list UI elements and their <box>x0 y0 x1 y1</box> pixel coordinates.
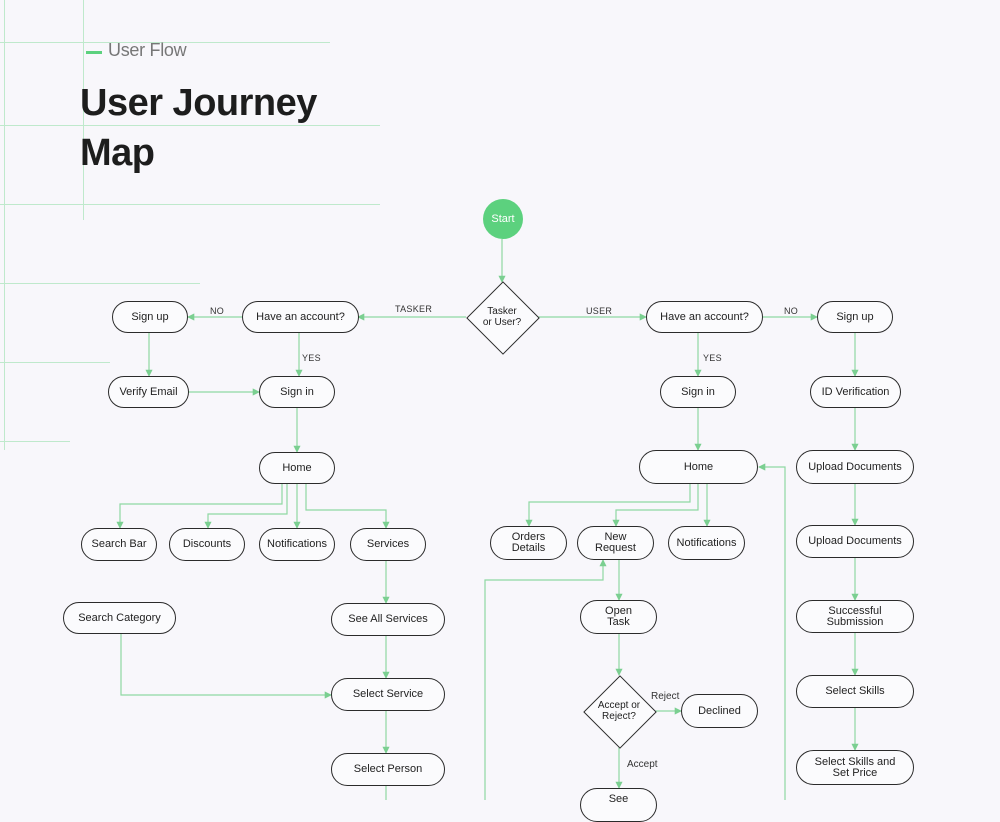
connector <box>525 484 691 527</box>
select-service-node[interactable]: Select Service <box>331 678 445 711</box>
edge-label-no-left: NO <box>210 306 225 316</box>
edge-label-accept: Accept <box>627 759 658 770</box>
connector <box>484 559 607 800</box>
guide-line <box>0 125 380 126</box>
connector <box>204 484 288 529</box>
accept-decision-label: Accept or Reject? <box>597 700 641 722</box>
guide-line <box>4 0 5 450</box>
tasker-sign-up-node[interactable]: Sign up <box>112 301 188 333</box>
guide-line <box>0 204 380 205</box>
search-category-node[interactable]: Search Category <box>63 602 176 634</box>
guide-line <box>0 362 110 363</box>
connector-layer <box>116 239 859 800</box>
edge-label-yes-left: YES <box>302 353 321 363</box>
id-verification-node[interactable]: ID Verification <box>810 376 901 408</box>
tasker-have-account-node[interactable]: Have an account? <box>242 301 359 333</box>
connector <box>116 484 283 529</box>
tasker-notifications-node[interactable]: Notifications <box>259 528 335 561</box>
successful-submission-node[interactable]: Successful Submission <box>796 600 914 633</box>
kicker-text: User Flow <box>108 40 187 60</box>
connector <box>758 463 786 800</box>
start-node[interactable]: Start <box>483 199 523 239</box>
connector <box>120 634 332 699</box>
guide-line <box>0 42 330 43</box>
guide-line <box>0 283 200 284</box>
declined-node[interactable]: Declined <box>681 694 758 728</box>
connector <box>612 484 699 527</box>
edge-label-tasker: TASKER <box>395 304 433 314</box>
edge-label-yes-right: YES <box>703 353 722 363</box>
new-request-node[interactable]: New Request <box>577 526 654 560</box>
guide-line <box>0 441 70 442</box>
upload-documents-node-2[interactable]: Upload Documents <box>796 525 914 558</box>
user-notifications-node[interactable]: Notifications <box>668 526 745 560</box>
discounts-node[interactable]: Discounts <box>169 528 245 561</box>
user-sign-up-node[interactable]: Sign up <box>817 301 893 333</box>
flow-canvas: User Flow User Journey Map <box>0 0 914 822</box>
search-bar-node[interactable]: Search Bar <box>81 528 157 561</box>
edge-label-user: USER <box>586 306 613 316</box>
see-node[interactable]: See <box>580 788 657 822</box>
select-person-node[interactable]: Select Person <box>331 753 445 786</box>
user-have-account-node[interactable]: Have an account? <box>646 301 763 333</box>
guide-line <box>83 0 84 220</box>
tasker-home-node[interactable]: Home <box>259 452 335 484</box>
page-title: User Journey Map <box>80 82 317 174</box>
role-decision-label: Tasker or User? <box>482 306 522 328</box>
open-task-node[interactable]: Open Task <box>580 600 657 634</box>
user-sign-in-node[interactable]: Sign in <box>660 376 736 408</box>
kicker-dash <box>86 51 102 54</box>
tasker-sign-in-node[interactable]: Sign in <box>259 376 335 408</box>
connector <box>305 484 390 529</box>
section-kicker: User Flow <box>86 40 187 61</box>
select-skills-node[interactable]: Select Skills <box>796 675 914 708</box>
orders-details-node[interactable]: Orders Details <box>490 526 567 560</box>
select-skills-price-node[interactable]: Select Skills and Set Price <box>796 750 914 785</box>
services-node[interactable]: Services <box>350 528 426 561</box>
edge-label-no-right: NO <box>784 306 799 316</box>
edge-label-reject: Reject <box>651 691 680 702</box>
user-home-node[interactable]: Home <box>639 450 758 484</box>
upload-documents-node-1[interactable]: Upload Documents <box>796 450 914 484</box>
see-all-services-node[interactable]: See All Services <box>331 603 445 636</box>
verify-email-node[interactable]: Verify Email <box>108 376 189 408</box>
